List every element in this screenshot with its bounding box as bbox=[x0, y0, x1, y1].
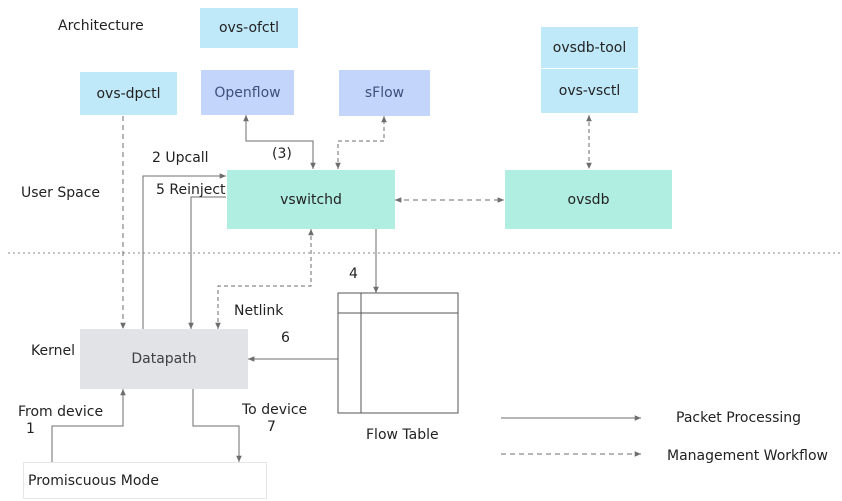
edge-label-from-device: From device bbox=[18, 404, 104, 420]
flow-table-grid bbox=[337, 292, 459, 414]
node-sflow[interactable]: sFlow bbox=[339, 70, 430, 116]
edge-label-step4: 4 bbox=[349, 266, 358, 282]
edge-label-step3: (3) bbox=[272, 146, 292, 162]
node-ovs-vsctl[interactable]: ovs-vsctl bbox=[541, 69, 638, 113]
edge-label-to-device: To device bbox=[242, 402, 308, 418]
node-ovsdb[interactable]: ovsdb bbox=[505, 170, 672, 229]
legend-dashed-label: Management Workflow bbox=[667, 448, 828, 464]
edge-sflow-vswitchd bbox=[335, 116, 387, 169]
node-ovs-dpctl[interactable]: ovs-dpctl bbox=[80, 72, 177, 115]
legend-solid-label: Packet Processing bbox=[676, 410, 802, 426]
node-promiscuous-mode[interactable]: Promiscuous Mode bbox=[23, 462, 267, 499]
edge-label-step7: 7 bbox=[267, 419, 276, 435]
section-label-user-space: User Space bbox=[21, 185, 101, 201]
edge-from-device bbox=[51, 389, 126, 462]
edge-label-reinject: 5 Reinject bbox=[156, 182, 226, 198]
node-datapath[interactable]: Datapath bbox=[80, 329, 248, 389]
section-label-architecture: Architecture bbox=[58, 18, 144, 34]
node-vswitchd[interactable]: vswitchd bbox=[227, 170, 395, 229]
edge-label-step6: 6 bbox=[281, 330, 290, 346]
edge-upcall bbox=[142, 173, 226, 329]
node-ovs-ofctl[interactable]: ovs-ofctl bbox=[200, 8, 298, 48]
section-label-kernel: Kernel bbox=[31, 343, 75, 359]
edge-label-step1: 1 bbox=[26, 421, 35, 437]
node-openflow[interactable]: Openflow bbox=[201, 70, 294, 115]
edge-openflow-vswitchd bbox=[243, 115, 316, 169]
node-ovsdb-tool[interactable]: ovsdb-tool bbox=[541, 27, 638, 68]
edge-label-netlink: Netlink bbox=[234, 303, 284, 319]
edge-reinject bbox=[188, 196, 226, 329]
edge-to-device bbox=[192, 389, 242, 462]
edge-netlink bbox=[215, 229, 314, 329]
node-flow-table-label: Flow Table bbox=[366, 427, 439, 443]
edge-label-upcall: 2 Upcall bbox=[152, 150, 209, 166]
